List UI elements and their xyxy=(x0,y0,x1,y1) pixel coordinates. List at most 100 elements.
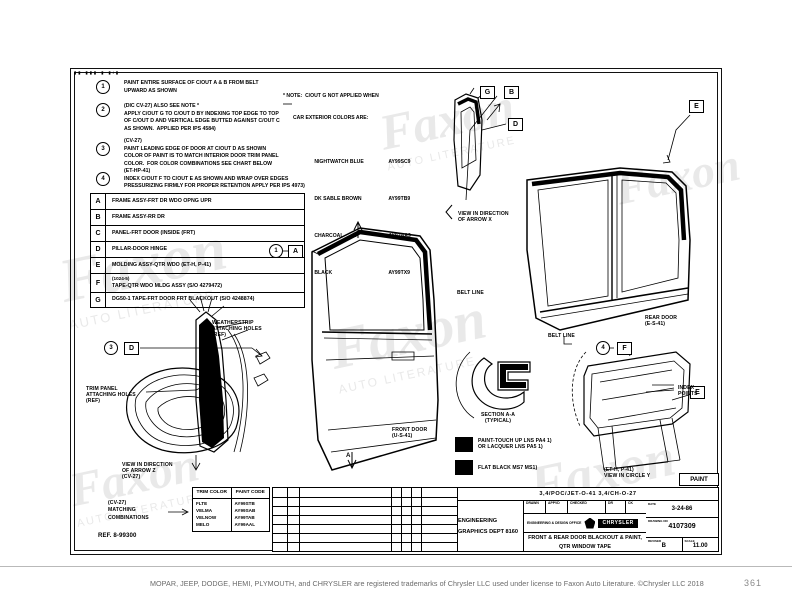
note-3-text: (CV-27) PAINT LEADING EDGE OF DOOR AT C/… xyxy=(124,138,279,167)
page-number: 361 xyxy=(743,578,762,588)
key-flat-black: FLAT BLACK MS7 MS1) xyxy=(478,465,538,471)
note-1-text: PAINT ENTIRE SURFACE OF C/OUT A & B FROM… xyxy=(124,80,259,94)
label-belt-line-front: BELT LINE xyxy=(457,290,484,296)
revision-value: B xyxy=(661,543,666,549)
note-2-text: (DIC CV-27) ALSO SEE NOTE * APPLY C/OUT … xyxy=(124,103,280,132)
legend-desc: PANEL-FRT DOOR (INSIDE (FRT) xyxy=(112,229,196,236)
callout-box-e-top: E xyxy=(689,100,704,113)
label-front-door: FRONT DOOR (U-S-41) xyxy=(392,427,428,439)
callout-box-b: B xyxy=(504,86,519,99)
sig-drawn: DRAWN xyxy=(524,501,546,513)
swatch-flat-black xyxy=(455,460,473,475)
callout-box-d-left: D xyxy=(124,342,139,355)
section-arrow-label-a-top: A xyxy=(352,232,357,239)
revision-table xyxy=(273,488,458,551)
drawing-number-value: 4107309 xyxy=(668,523,696,530)
label-weatherstrip-holes: WEATHERSTRIP ATTACHING HOLES (REF) xyxy=(212,320,262,338)
legend-key: B xyxy=(91,210,106,225)
label-index-points: INDEX POINTS xyxy=(678,385,698,397)
legend-row: E MOLDING ASSY-QTR WDO (ET-H, P-41) xyxy=(90,257,305,273)
label-view-circle-y: (ET-H, P-41) VIEW IN CIRCLE Y xyxy=(604,467,651,479)
scale-cell: SCALE 11.00 xyxy=(683,538,719,552)
date-cell: DATE 3-24-86 xyxy=(646,501,718,518)
legend-row: A FRAME ASSY-FRT DR WDO OPNG UPR xyxy=(90,193,305,209)
sig-checked: CHECKED xyxy=(568,501,606,513)
scale-value: 11.00 xyxy=(692,543,708,549)
part-legend-table: A FRAME ASSY-FRT DR WDO OPNG UPR B FRAME… xyxy=(90,193,305,308)
note-2-balloon: 2 xyxy=(96,103,110,117)
callout-box-e-bottom: E xyxy=(690,386,705,399)
callout-box-a: A xyxy=(288,245,303,258)
brand-line-text: ENGINEERING & DESIGN OFFICE xyxy=(527,521,582,525)
legend-key: A xyxy=(91,194,106,209)
legend-row: D PILLAR-DOOR HINGE xyxy=(90,241,305,257)
revision-label: REVISED xyxy=(648,539,662,543)
signature-row: DRAWN APPVD CHECKED DR CK xyxy=(524,501,646,514)
note-3-balloon: 3 xyxy=(96,142,110,156)
chart-header-trim-color: TRIM COLOR xyxy=(193,488,232,499)
drawing-title: FRONT & REAR DOOR BLACKOUT & PAINT, QTR … xyxy=(528,535,642,550)
legend-desc: (1024-5) TAPE-QTR WDO MLDG ASSY (S/O 427… xyxy=(106,274,304,292)
legend-sub: (1024-5) xyxy=(112,276,130,282)
label-rear-door: REAR DOOR (E-S-41) xyxy=(645,315,678,327)
label-view-arrow-z: VIEW IN DIRECTION OF ARROW Z (CV-27) xyxy=(122,462,173,480)
chrysler-logo-text: CHRYSLER xyxy=(598,518,638,528)
page-footer: MOPAR, JEEP, DODGE, HEMI, PLYMOUTH, and … xyxy=(0,566,792,612)
legend-desc: FRAME ASSY-FRT DR WDO OPNG UPR xyxy=(112,197,212,204)
legend-row: F (1024-5) TAPE-QTR WDO MLDG ASSY (S/O 4… xyxy=(90,273,305,292)
trim-paint-color-chart: TRIM COLOR PAINT CODE FLTE VELMA VELNOW … xyxy=(192,487,270,532)
label-trim-panel-holes: TRIM PANEL ATTACHING HOLES (REF) xyxy=(86,386,136,404)
legend-desc: PILLAR-DOOR HINGE xyxy=(112,245,168,252)
drawing-number-label: DRAWING NO xyxy=(648,519,668,523)
legend-key: E xyxy=(91,258,106,273)
legend-key: C xyxy=(91,226,106,241)
balloon-1-front-door: 1 xyxy=(269,244,283,258)
legend-key: F xyxy=(91,274,106,292)
footer-trademark-text: MOPAR, JEEP, DODGE, HEMI, PLYMOUTH, and … xyxy=(150,579,704,588)
legend-row: B FRAME ASSY-RR DR xyxy=(90,209,305,225)
legend-key: D xyxy=(91,242,106,257)
sig-appvd: APPVD xyxy=(546,501,568,513)
legend-desc: FRAME ASSY-RR DR xyxy=(112,213,165,220)
legend-desc: DG50-1 TAPE-FRT DOOR FRT BLACKOUT (S/O 4… xyxy=(112,296,255,303)
exterior-color-note-heading: * NOTE: C/OUT G NOT APPLIED WHEN xyxy=(283,92,379,99)
exterior-color-note: * NOTE: C/OUT G NOT APPLIED WHEN CAR EXT… xyxy=(283,78,411,314)
title-block-right-column: DATE 3-24-86 DRAWING NO 4107309 REVISED … xyxy=(646,501,718,552)
label-section-aa: SECTION A-A (TYPICAL) xyxy=(481,412,516,424)
scale-label: SCALE xyxy=(684,539,695,543)
brand-row: ENGINEERING & DESIGN OFFICE CHRYSLER xyxy=(524,514,646,533)
revision-cell: REVISED B xyxy=(646,538,683,552)
sig-dr: DR xyxy=(606,501,626,513)
date-label: DATE xyxy=(648,502,656,506)
legend-desc: MOLDING ASSY-QTR WDO (ET-H, P-41) xyxy=(112,261,211,268)
exterior-color-note-subheading: CAR EXTERIOR COLORS ARE: xyxy=(293,114,369,121)
sheet-edge-marks: ▮▮ ▮▮▮ ▮ ▮/▮ xyxy=(74,70,121,75)
paint-tab: PAINT xyxy=(679,473,719,486)
engineering-graphics-dept: ENGINEERING GRAPHICS DEPT 8160 xyxy=(458,501,524,552)
sig-ck: CK xyxy=(628,501,633,505)
section-arrow-label-a-bottom: A xyxy=(346,452,351,459)
chart-paint-codes: AY99STB AY99SAB AY99TAB AY99AAL xyxy=(234,501,256,527)
label-view-arrow-x: VIEW IN DIRECTION OF ARROW X xyxy=(458,211,509,223)
legend-row: C PANEL-FRT DOOR (INSIDE (FRT) xyxy=(90,225,305,241)
pentastar-logo xyxy=(584,517,596,529)
color-chart-caption: (CV-27) MATCHING COMBINATIONS xyxy=(108,500,149,521)
drawing-number-cell: DRAWING NO 4107309 xyxy=(646,518,718,538)
label-belt-line-rear: BELT LINE xyxy=(548,333,575,339)
chart-header-paint-code: PAINT CODE xyxy=(235,490,265,495)
chart-trim-colors: FLTE VELMA VELNOW MELO xyxy=(193,499,232,531)
revision-table-grid xyxy=(273,488,457,551)
key-paint-touchup: PAINT-TOUCH UP LNS PA4 1) OR LACQUER LNS… xyxy=(478,438,552,450)
legend-row: G DG50-1 TAPE-FRT DOOR FRT BLACKOUT (S/O… xyxy=(90,292,305,308)
title-block: 3,4/POC/JET-O-41 3,4/CH-O-27 ENGINEERING… xyxy=(272,487,719,552)
note-4-text: (ET-HP-41) INDEX C/OUT F TO C/OUT E AS S… xyxy=(124,168,305,190)
callout-box-g: G xyxy=(480,86,495,99)
color-chart-reference: REF. 8-99300 xyxy=(98,532,137,539)
spec-line: 3,4/POC/JET-O-41 3,4/CH-O-27 xyxy=(458,488,718,501)
balloon-3-pillar: 3 xyxy=(104,341,118,355)
legend-key: G xyxy=(91,293,106,307)
swatch-paint-touchup xyxy=(455,437,473,452)
